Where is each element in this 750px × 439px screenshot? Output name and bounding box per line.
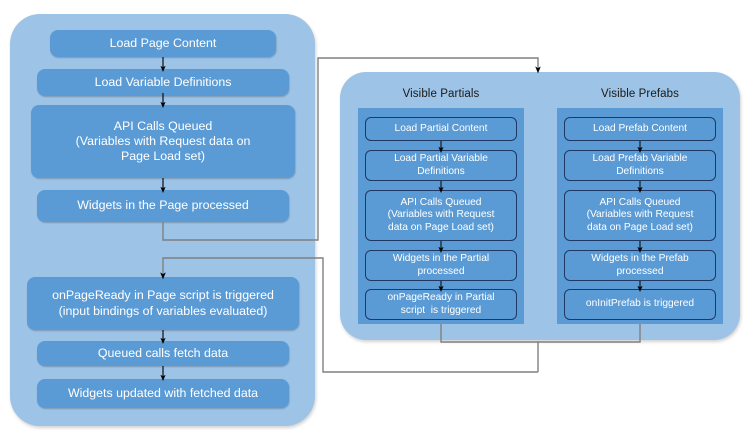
node-label: Load Prefab Variable Definitions bbox=[592, 152, 688, 177]
node-load-partial-variable-definitions[interactable]: Load Partial Variable Definitions bbox=[365, 150, 517, 181]
node-label: API Calls Queued (Variables with Request… bbox=[75, 118, 251, 164]
node-widgets-in-prefab-processed[interactable]: Widgets in the Prefab processed bbox=[564, 250, 716, 281]
node-load-prefab-content[interactable]: Load Prefab Content bbox=[564, 117, 716, 141]
node-label: Widgets updated with fetched data bbox=[67, 385, 259, 400]
node-load-page-content[interactable]: Load Page Content bbox=[50, 30, 276, 57]
node-label: Queued calls fetch data bbox=[97, 345, 229, 360]
node-label: API Calls Queued (Variables with Request… bbox=[387, 196, 495, 233]
node-api-calls-queued-partial[interactable]: API Calls Queued (Variables with Request… bbox=[365, 190, 517, 241]
node-label: Load Prefab Content bbox=[592, 122, 688, 134]
node-label: Load Page Content bbox=[109, 35, 217, 50]
node-widgets-in-partial-processed[interactable]: Widgets in the Partial processed bbox=[365, 250, 517, 281]
group-title-visible-prefabs: Visible Prefabs bbox=[601, 88, 679, 100]
node-label: Load Partial Variable Definitions bbox=[394, 152, 488, 177]
group-title-visible-partials: Visible Partials bbox=[402, 88, 480, 100]
node-queued-calls-fetch-data[interactable]: Queued calls fetch data bbox=[37, 341, 289, 366]
node-api-calls-queued-page[interactable]: API Calls Queued (Variables with Request… bbox=[31, 105, 295, 178]
node-label: Widgets in the Prefab processed bbox=[591, 252, 689, 277]
node-label: Widgets in the Partial processed bbox=[392, 252, 490, 277]
node-label: onPageReady in Page script is triggered … bbox=[52, 288, 274, 318]
node-label: Load Partial Content bbox=[394, 122, 488, 134]
node-label: API Calls Queued (Variables with Request… bbox=[586, 196, 694, 233]
node-label: Load Variable Definitions bbox=[94, 74, 232, 89]
node-widgets-in-page-processed[interactable]: Widgets in the Page processed bbox=[37, 190, 289, 222]
node-load-variable-definitions[interactable]: Load Variable Definitions bbox=[37, 69, 289, 96]
node-load-partial-content[interactable]: Load Partial Content bbox=[365, 117, 517, 141]
node-api-calls-queued-prefab[interactable]: API Calls Queued (Variables with Request… bbox=[564, 190, 716, 241]
node-widgets-updated-fetched-data[interactable]: Widgets updated with fetched data bbox=[37, 379, 289, 408]
node-onpageready-page[interactable]: onPageReady in Page script is triggered … bbox=[27, 277, 299, 330]
node-label: Widgets in the Page processed bbox=[77, 198, 249, 213]
node-label: onPageReady in Partial script is trigger… bbox=[387, 291, 495, 316]
node-load-prefab-variable-definitions[interactable]: Load Prefab Variable Definitions bbox=[564, 150, 716, 181]
node-onpageready-partial[interactable]: onPageReady in Partial script is trigger… bbox=[365, 289, 517, 320]
node-oninitprefab[interactable]: onInitPrefab is triggered bbox=[564, 289, 716, 320]
node-label: onInitPrefab is triggered bbox=[585, 298, 695, 310]
